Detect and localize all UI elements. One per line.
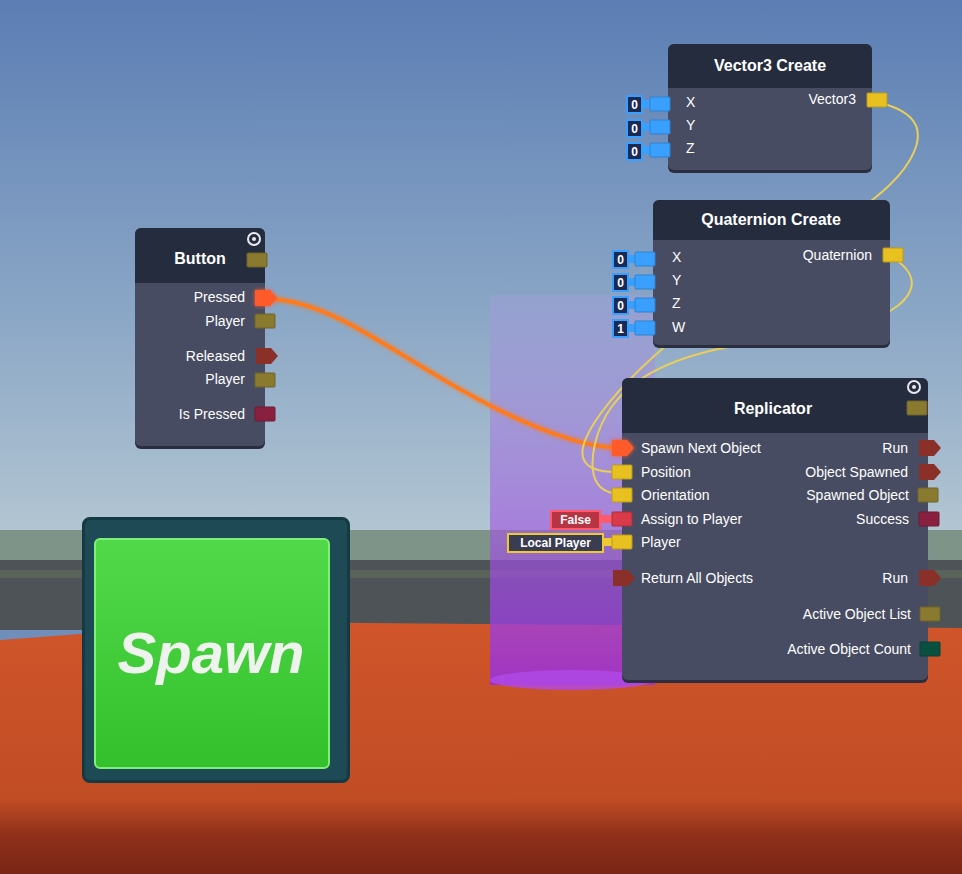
- data-port: [612, 512, 632, 526]
- pin-name: X: [686, 95, 695, 109]
- pin-name: Active Object List: [803, 607, 911, 621]
- data-port: [920, 642, 940, 656]
- data-port: [612, 488, 632, 502]
- pin-name: Quaternion: [803, 248, 872, 262]
- pin-name: Run: [882, 441, 908, 455]
- pin-name: Released: [186, 349, 245, 363]
- execution-port: [919, 464, 941, 480]
- button-label: Spawn: [118, 624, 305, 682]
- data-port: [650, 97, 670, 111]
- data-port: [635, 298, 655, 312]
- data-port: [907, 401, 927, 415]
- pin-name: Object Spawned: [805, 465, 908, 479]
- constant-value: 0: [626, 95, 643, 114]
- config-icon: [908, 381, 920, 393]
- pin-name: Active Object Count: [787, 642, 911, 656]
- data-port: [635, 321, 655, 335]
- execution-port: [256, 348, 278, 364]
- data-port: [919, 512, 939, 526]
- pin-name: Spawn Next Object: [641, 441, 761, 455]
- chip-title: Replicator: [734, 401, 812, 417]
- pin-name: Return All Objects: [641, 571, 753, 585]
- data-port: [650, 120, 670, 134]
- data-port: [247, 253, 267, 267]
- execution-port: [613, 570, 635, 586]
- pin-name: Player: [205, 314, 245, 328]
- constant-chip: Local Player: [507, 533, 604, 553]
- constant-value: 0: [626, 119, 643, 138]
- data-port: [255, 373, 275, 387]
- data-port: [867, 93, 887, 107]
- data-port: [635, 252, 655, 266]
- pin-name: Player: [205, 372, 245, 386]
- wire: [265, 298, 622, 448]
- execution-port: [255, 290, 277, 306]
- pin-name: Orientation: [641, 488, 709, 502]
- pin-name: Pressed: [194, 290, 245, 304]
- constant-value: 0: [612, 273, 629, 292]
- config-icon: [252, 237, 256, 241]
- pin-name: Position: [641, 465, 691, 479]
- pin-name: Success: [856, 512, 909, 526]
- data-port: [635, 275, 655, 289]
- data-port: [918, 488, 938, 502]
- pin-name: Z: [672, 296, 681, 310]
- data-port: [612, 535, 632, 549]
- chip-title: Quaternion Create: [701, 212, 841, 228]
- pin-name: Is Pressed: [179, 407, 245, 421]
- data-port: [883, 248, 903, 262]
- quaternion-create-chip: Quaternion CreateXYZW Quaternion: [653, 200, 890, 345]
- data-port: [255, 314, 275, 328]
- pin-name: Spawned Object: [806, 488, 909, 502]
- vector3-create-chip: Vector3 CreateXYZ Vector3: [668, 44, 872, 170]
- execution-port: [919, 570, 941, 586]
- data-port: [255, 407, 275, 421]
- config-icon: [912, 385, 916, 389]
- constant-value: 1: [612, 319, 629, 338]
- pin-name: Vector3: [809, 92, 856, 106]
- data-port: [920, 607, 940, 621]
- button-chip: ButtonPressedPlayerReleasedPlayerIs Pres…: [135, 228, 265, 446]
- replicator-chip: ReplicatorSpawn Next ObjectPositionOrien…: [622, 378, 928, 680]
- chip-title: Vector3 Create: [714, 58, 826, 74]
- spawn-button: Spawn: [82, 517, 350, 783]
- pin-name: Player: [641, 535, 681, 549]
- chip-title: Button: [174, 251, 226, 267]
- constant-value: 0: [626, 142, 643, 161]
- pin-name: Y: [686, 118, 695, 132]
- constant-value: 0: [612, 296, 629, 315]
- pin-name: X: [672, 250, 681, 264]
- pin-name: Y: [672, 273, 681, 287]
- data-port: [612, 465, 632, 479]
- execution-port: [919, 440, 941, 456]
- pin-name: Z: [686, 141, 695, 155]
- pin-name: Run: [882, 571, 908, 585]
- config-icon: [248, 233, 260, 245]
- pin-name: Assign to Player: [641, 512, 742, 526]
- data-port: [650, 143, 670, 157]
- pin-name: W: [672, 320, 685, 334]
- constant-chip: False: [550, 510, 601, 530]
- execution-port: [612, 440, 634, 456]
- constant-value: 0: [612, 250, 629, 269]
